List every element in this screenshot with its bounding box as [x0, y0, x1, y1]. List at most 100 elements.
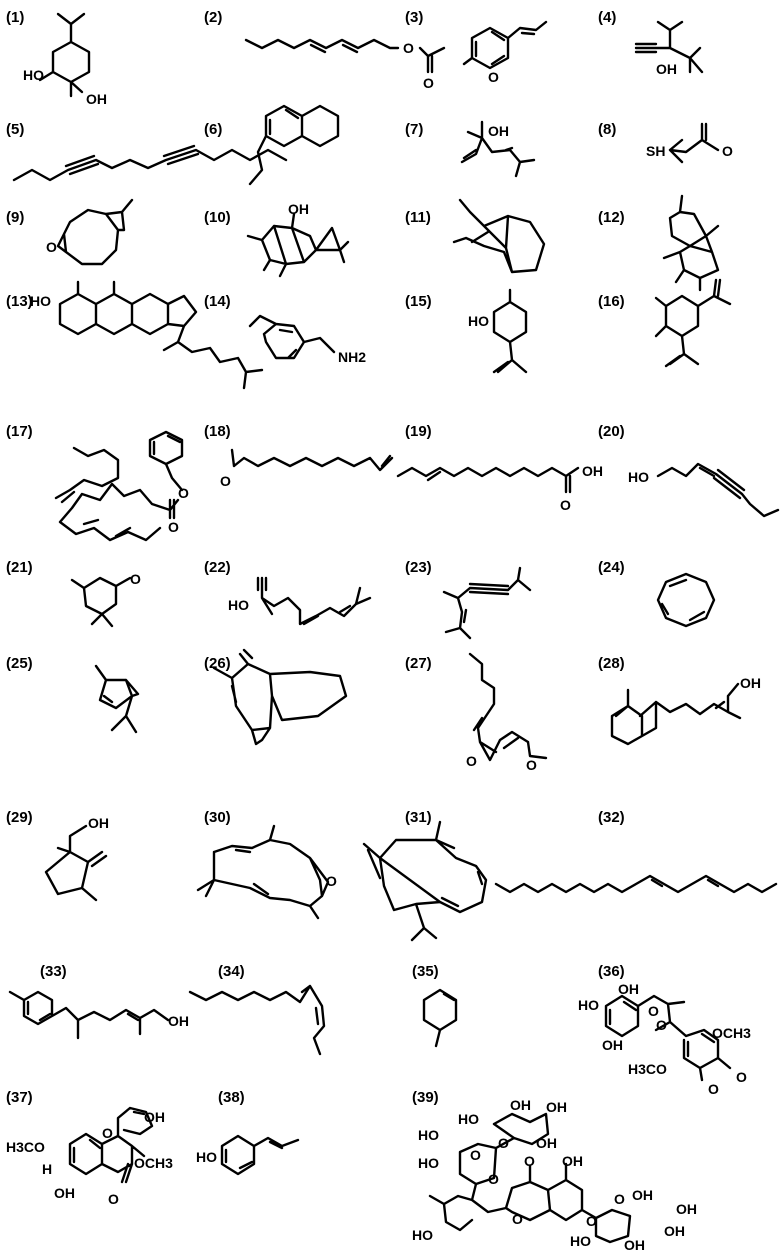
atom-label: O: [130, 571, 141, 587]
compound-17: (17) O O: [6, 423, 189, 542]
compound-label: (8): [598, 121, 616, 138]
atom-label: HO: [418, 1155, 439, 1171]
atom-label: O: [524, 1153, 535, 1169]
compound-label: (36): [598, 963, 625, 980]
atom-label: HO: [412, 1227, 433, 1243]
compound-label: (12): [598, 209, 625, 226]
compound-label: (10): [204, 209, 231, 226]
atom-label: O: [102, 1125, 113, 1141]
compound-36: (36) HO OH O O OH OCH3 H3CO O O: [578, 963, 751, 1097]
atom-label: O: [423, 75, 434, 91]
compound-28: (28) OH: [598, 655, 761, 746]
atom-label: HO: [23, 67, 44, 83]
atom-label: O: [178, 485, 189, 501]
compound-label: (29): [6, 809, 33, 826]
compound-2: (2) O O: [204, 9, 446, 91]
compound-label: (16): [598, 293, 625, 310]
compound-label: (3): [405, 9, 423, 26]
atom-label: HO: [30, 293, 51, 309]
atom-label: O: [220, 473, 231, 489]
compound-7: (7) OH: [405, 120, 536, 178]
atom-label: OH: [488, 123, 509, 139]
compound-6: (6): [204, 104, 340, 186]
atom-label: O: [708, 1081, 719, 1097]
atom-label: OH: [656, 61, 677, 77]
atom-label: O: [326, 873, 337, 889]
compound-18: (18) O: [204, 423, 394, 489]
compound-14: (14) NH2: [204, 293, 366, 365]
compound-label: (1): [6, 9, 24, 26]
compound-22: (22) HO: [204, 559, 372, 626]
compound-label: (30): [204, 809, 231, 826]
compound-24: (24): [598, 559, 716, 628]
compound-27: (27) O O: [405, 652, 548, 773]
compound-4: (4) OH: [598, 9, 704, 77]
compound-label: (33): [40, 963, 67, 980]
atom-label: O: [586, 1213, 597, 1229]
atom-label: OH: [546, 1099, 567, 1115]
compound-31: (31): [362, 809, 488, 942]
compound-5: (5): [6, 121, 288, 182]
compound-label: (32): [598, 809, 625, 826]
atom-label: OH: [168, 1013, 189, 1029]
atom-label: O: [560, 497, 571, 513]
atom-label: OH: [54, 1185, 75, 1201]
compound-label: (25): [6, 655, 33, 672]
compound-38: (38) HO: [196, 1089, 300, 1176]
atom-label: OH: [536, 1135, 557, 1151]
atom-label: OH: [618, 981, 639, 997]
compound-34: (34): [188, 963, 326, 1056]
atom-label: OH: [582, 463, 603, 479]
atom-label: O: [488, 69, 499, 85]
compound-label: (28): [598, 655, 625, 672]
atom-label: O: [614, 1191, 625, 1207]
compound-label: (37): [6, 1089, 33, 1106]
atom-label: OCH3: [712, 1025, 751, 1041]
atom-label: OH: [88, 815, 109, 831]
compound-3: (3) O: [405, 9, 548, 85]
compound-26: (26): [204, 648, 348, 746]
compound-15: (15) HO: [405, 288, 528, 374]
atom-label: OCH3: [134, 1155, 173, 1171]
compound-label: (38): [218, 1089, 245, 1106]
atom-label: HO: [628, 469, 649, 485]
compound-11: (11): [405, 198, 546, 274]
atom-label: OH: [288, 201, 309, 217]
atom-label: O: [498, 1135, 509, 1151]
atom-label: OH: [664, 1223, 685, 1239]
compound-25: (25): [6, 655, 140, 734]
atom-label: O: [488, 1171, 499, 1187]
atom-label: O: [512, 1211, 523, 1227]
atom-label: O: [108, 1191, 119, 1207]
compound-label: (15): [405, 293, 432, 310]
compound-9: (9) O: [6, 198, 134, 266]
compound-37: (37) OH H3CO O H OCH3 OH O: [6, 1089, 173, 1207]
compound-39: (39) OH OH HO O HO O OH HO O O OH HO O O…: [412, 1089, 697, 1253]
atom-label: HO: [228, 597, 249, 613]
compound-label: (24): [598, 559, 625, 576]
compound-label: (18): [204, 423, 231, 440]
compound-label: (14): [204, 293, 231, 310]
compound-label: (20): [598, 423, 625, 440]
compound-16: (16): [598, 278, 732, 368]
atom-label: HO: [578, 997, 599, 1013]
compound-1: (1) HO OH: [6, 9, 107, 107]
atom-label: OH: [740, 675, 761, 691]
compound-label: (4): [598, 9, 616, 26]
compound-30: (30) O: [196, 809, 337, 920]
compound-19: (19) OH O: [396, 423, 603, 513]
compound-label: (11): [405, 209, 431, 226]
atom-label: H3CO: [628, 1061, 667, 1077]
atom-label: O: [46, 239, 57, 255]
atom-label: SH: [646, 143, 665, 159]
compound-33: (33) OH: [8, 963, 189, 1040]
compound-13: (13) HO: [6, 280, 264, 390]
compound-12: (12): [598, 194, 720, 292]
compound-label: (9): [6, 209, 24, 226]
atom-label: O: [466, 753, 477, 769]
atom-label: OH: [86, 91, 107, 107]
atom-label: O: [168, 519, 179, 535]
atom-label: HO: [418, 1127, 439, 1143]
compound-32: (32): [494, 809, 778, 894]
atom-label: O: [722, 143, 733, 159]
